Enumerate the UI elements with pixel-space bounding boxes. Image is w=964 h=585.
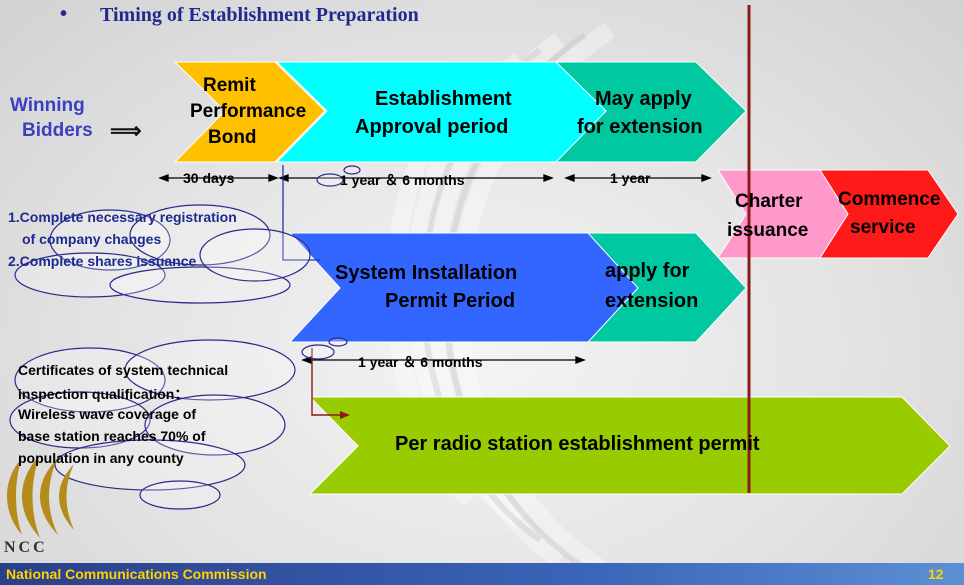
installation-label-1: System Installation	[335, 262, 518, 284]
commence-label-2: service	[850, 217, 916, 238]
installation-chevron	[288, 232, 641, 343]
extension2-label-1: apply for	[605, 260, 690, 282]
page-title: Timing of Establishment Preparation	[100, 4, 419, 26]
extension1-label-2: for extension	[577, 116, 703, 138]
cloud-cert-5: population in any county	[18, 450, 184, 466]
radio-permit-chevron	[308, 396, 951, 495]
page-number: 12	[928, 566, 944, 582]
cloud-cert-4: base station reaches 70% of	[18, 428, 206, 444]
commence-chevron	[819, 169, 959, 259]
bullet: •	[60, 3, 68, 25]
remit-label-3: Bond	[208, 127, 257, 148]
cloud-task-1: 1.Complete necessary registration	[8, 209, 237, 225]
radio-permit-label: Per radio station establishment permit	[395, 433, 760, 455]
remit-chevron	[173, 61, 326, 163]
cloud-cert-2: inspection qualification：	[18, 386, 189, 402]
double-arrow-icon: ⟹	[110, 118, 142, 143]
remit-label-1: Remit	[203, 75, 256, 96]
approval-chevron	[275, 61, 609, 163]
duration-approval: 1 year ＆ 6 months	[340, 172, 465, 188]
charter-label-1: Charter	[735, 191, 803, 212]
extension1-label-1: May apply	[595, 88, 692, 110]
footer-organization: National Communications Commission	[6, 566, 267, 582]
winning-bidders-line2: Bidders	[22, 120, 93, 141]
installation-label-2: Permit Period	[385, 290, 516, 312]
duration-1-year: 1 year	[610, 170, 651, 186]
cloud-cert-1: Certificates of system technical	[18, 362, 229, 378]
footer-bar: National Communications Commission 12	[0, 563, 964, 585]
cloud-task-3: 2.Complete shares issuance	[8, 253, 197, 269]
cloud-cert-3: Wireless wave coverage of	[18, 406, 197, 422]
duration-installation: 1 year ＆ 6 months	[358, 354, 483, 370]
cloud-task-2: of company changes	[22, 231, 162, 247]
commence-label-1: Commence	[838, 189, 941, 210]
winning-bidders-line1: Winning	[10, 95, 85, 116]
extension2-label-2: extension	[605, 290, 699, 312]
approval-label-1: Establishment	[375, 88, 512, 110]
remit-label-2: Performance	[190, 101, 307, 122]
extension1-chevron	[554, 61, 747, 163]
duration-30-days: 30 days	[183, 170, 235, 186]
ncc-logo-text: NCC	[4, 539, 48, 556]
extension2-chevron	[586, 232, 747, 343]
approval-label-2: Approval period	[355, 116, 509, 138]
charter-label-2: issuance	[727, 220, 809, 241]
